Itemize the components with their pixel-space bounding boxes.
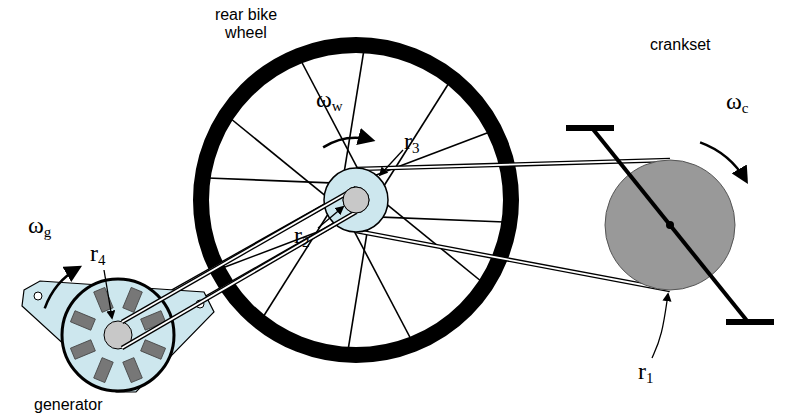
spoke: [301, 61, 367, 186]
part-label: generator: [34, 396, 103, 414]
leader-line: [104, 270, 112, 318]
belt: [122, 188, 356, 322]
crankset-drawing: [566, 128, 774, 322]
radius-label: r1: [638, 358, 654, 386]
spoke: [230, 118, 339, 207]
hub-pulley: [343, 187, 369, 213]
crank-arm: [592, 128, 748, 322]
speed-symbol: ωg: [28, 212, 51, 240]
belt-core: [122, 212, 356, 348]
stator: [62, 279, 174, 391]
part-label: crankset: [650, 36, 710, 54]
magnet: [123, 358, 143, 383]
tire: [201, 45, 511, 355]
radius-label: r4: [90, 240, 106, 268]
rotation-arrow: [323, 138, 372, 147]
belt-core: [118, 212, 356, 348]
mount-hole: [34, 292, 42, 300]
speed-symbol: ωc: [726, 88, 748, 116]
leader-lines: [45, 138, 747, 358]
magnet: [70, 311, 95, 331]
leader-line: [380, 150, 403, 175]
pedal: [726, 319, 774, 325]
spoke: [208, 178, 349, 184]
spoke: [374, 83, 449, 202]
pedal: [566, 125, 614, 131]
generator-drawing: [22, 187, 369, 392]
belt: [122, 212, 356, 348]
magnet: [70, 340, 95, 360]
belt: [118, 188, 356, 322]
rear-wheel: [201, 45, 511, 355]
spoke: [358, 132, 490, 182]
radius-label: r2: [294, 222, 310, 250]
belt: [118, 212, 356, 348]
part-label: rear bike wheel: [208, 6, 284, 41]
leader-line: [318, 207, 343, 228]
rotation-arrow: [700, 142, 746, 181]
rotation-arrow: [45, 267, 79, 308]
hub-pulley: [343, 187, 369, 213]
radius-label: r3: [404, 128, 420, 156]
leader-line: [652, 294, 668, 358]
magnet: [141, 340, 166, 360]
speed-symbol: ωw: [316, 86, 343, 114]
crank-axle: [666, 221, 674, 229]
belt-core: [122, 188, 356, 322]
magnet: [123, 287, 143, 312]
belt-core: [118, 188, 356, 322]
chainring: [605, 160, 735, 290]
magnet: [94, 358, 114, 383]
spoke: [363, 216, 504, 222]
